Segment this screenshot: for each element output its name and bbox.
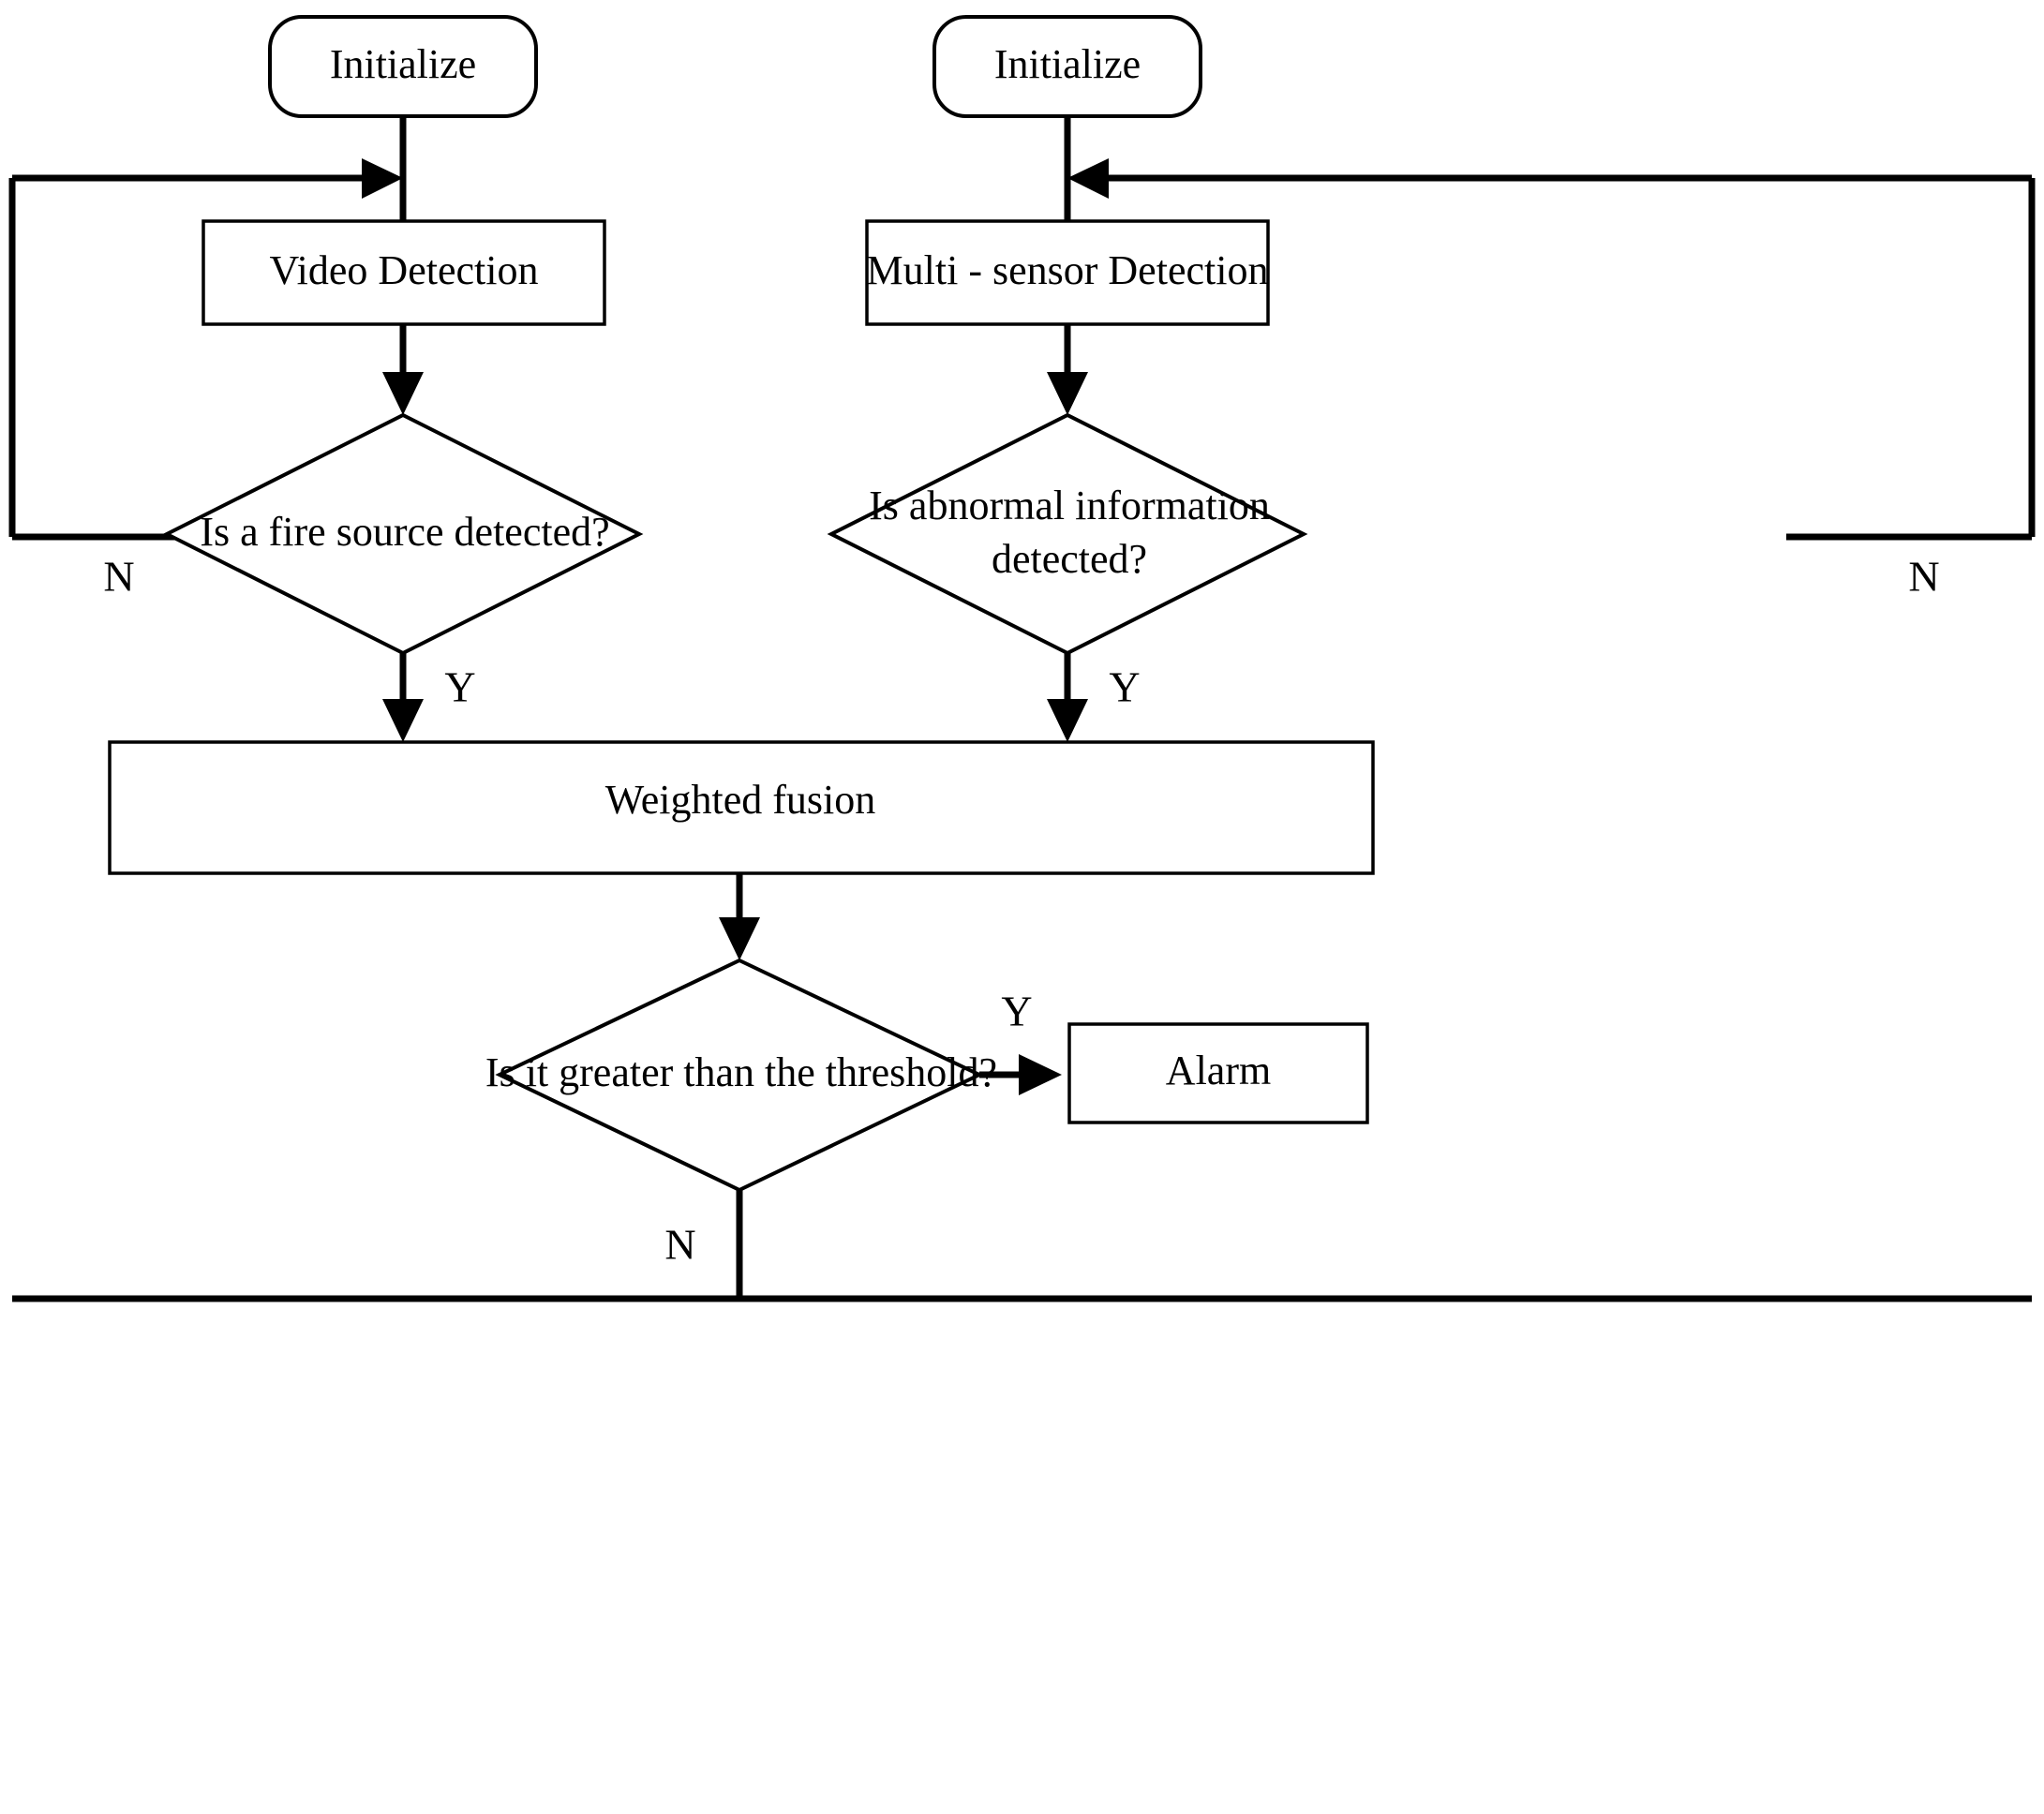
edge-label-abnormal-no: N	[1908, 553, 1939, 601]
multi-sensor-detection-label: Multi - sensor Detection	[867, 247, 1269, 293]
fire-source-decision-label: Is a fire source detected?	[200, 509, 609, 555]
node-abnormal-info-decision[interactable]: Is abnormal information detected?	[827, 412, 1308, 656]
node-alarm[interactable]: Alarm	[1067, 1022, 1369, 1124]
abnormal-info-decision-shape	[827, 412, 1308, 656]
edge-label-abnormal-yes: Y	[1109, 663, 1140, 711]
node-weighted-fusion[interactable]: Weighted fusion	[108, 740, 1375, 875]
abnormal-info-decision-label-line1: Is abnormal information	[869, 483, 1270, 528]
edge-label-fire-yes: Y	[444, 663, 475, 711]
abnormal-info-decision-label-line2: detected?	[992, 536, 1147, 582]
node-fire-source-decision[interactable]: Is a fire source detected?	[162, 412, 644, 656]
video-detection-shape	[201, 219, 606, 326]
initialize-left-label: Initialize	[330, 41, 476, 87]
initialize-right-label: Initialize	[994, 41, 1141, 87]
node-multi-sensor-detection[interactable]: Multi - sensor Detection	[865, 219, 1270, 326]
node-initialize-right[interactable]: Initialize	[932, 15, 1202, 118]
weighted-fusion-label: Weighted fusion	[605, 777, 876, 823]
threshold-decision-label: Is it greater than the threshold?	[485, 1049, 997, 1095]
alarm-label: Alarm	[1166, 1048, 1271, 1093]
edge-multisensor-to-abnormal-decision	[1047, 324, 1088, 415]
edge-video-to-fire-decision	[382, 324, 424, 415]
node-video-detection[interactable]: Video Detection	[201, 219, 606, 326]
edge-label-threshold-no: N	[664, 1221, 695, 1269]
edge-abnormal-yes-to-fusion	[1047, 653, 1088, 742]
edge-threshold-yes-to-alarm	[979, 1054, 1062, 1095]
alarm-shape	[1067, 1022, 1369, 1124]
node-threshold-decision[interactable]: Is it greater than the threshold?	[485, 958, 997, 1193]
video-detection-label: Video Detection	[270, 247, 539, 293]
node-initialize-left[interactable]: Initialize	[268, 15, 538, 118]
edge-fire-yes-to-fusion	[382, 653, 424, 742]
edge-fusion-to-threshold	[719, 873, 760, 960]
edge-feedback-right-loop	[1067, 158, 2036, 541]
edge-label-fire-no: N	[103, 553, 134, 601]
edge-label-threshold-yes: Y	[1001, 988, 1032, 1035]
